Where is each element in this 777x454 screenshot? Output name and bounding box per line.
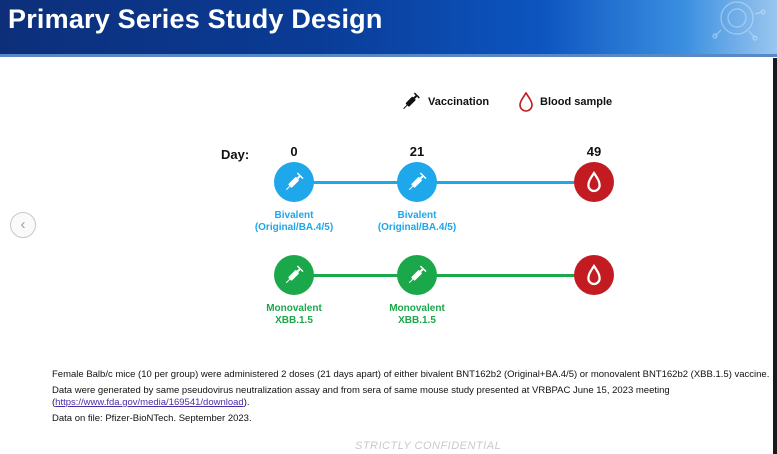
day-49: 49 <box>574 144 614 159</box>
fda-link[interactable]: https://www.fda.gov/media/169541/downloa… <box>55 397 244 408</box>
syringe-icon <box>282 170 306 194</box>
footnote-study: Female Balb/c mice (10 per group) were a… <box>52 369 772 381</box>
confidential-watermark: STRICTLY CONFIDENTIAL <box>355 440 501 452</box>
previous-slide-button[interactable]: ‹ <box>10 212 36 238</box>
footnote-assay: Data were generated by same pseudovirus … <box>52 385 772 409</box>
caption-line: XBB.1.5 <box>357 315 477 327</box>
legend-blood-label: Blood sample <box>540 96 612 108</box>
monovalent-blood-sample <box>574 255 614 295</box>
syringe-icon <box>405 263 429 287</box>
header-underline <box>0 54 777 57</box>
caption-line: (Original/BA.4/5) <box>234 222 354 234</box>
monovalent-dose-2 <box>397 255 437 295</box>
syringe-icon <box>400 92 422 112</box>
footnote-source: Data on file: Pfizer-BioNTech. September… <box>52 413 772 425</box>
blood-drop-icon <box>585 170 603 194</box>
bivalent-caption-1: Bivalent (Original/BA.4/5) <box>234 210 354 234</box>
monovalent-dose-1 <box>274 255 314 295</box>
blood-drop-icon <box>585 263 603 287</box>
syringe-icon <box>405 170 429 194</box>
right-border <box>773 58 777 454</box>
bivalent-dose-1 <box>274 162 314 202</box>
legend-blood: Blood sample <box>518 92 612 112</box>
caption-line: (Original/BA.4/5) <box>357 222 477 234</box>
footnote-assay-end: ). <box>244 397 250 408</box>
day-label: Day: <box>221 147 249 162</box>
caption-line: XBB.1.5 <box>234 315 354 327</box>
bivalent-dose-2 <box>397 162 437 202</box>
day-21: 21 <box>397 144 437 159</box>
caption-line: Bivalent <box>357 210 477 222</box>
legend-vaccination: Vaccination <box>400 92 489 112</box>
syringe-icon <box>282 263 306 287</box>
day-0: 0 <box>274 144 314 159</box>
caption-line: Bivalent <box>234 210 354 222</box>
monovalent-caption-2: Monovalent XBB.1.5 <box>357 303 477 327</box>
monovalent-caption-1: Monovalent XBB.1.5 <box>234 303 354 327</box>
bivalent-timeline-line <box>310 181 580 184</box>
virus-decoration-icon <box>637 0 777 54</box>
page-title: Primary Series Study Design <box>8 4 383 35</box>
caption-line: Monovalent <box>357 303 477 315</box>
slide-header: Primary Series Study Design <box>0 0 777 54</box>
caption-line: Monovalent <box>234 303 354 315</box>
legend-vaccination-label: Vaccination <box>428 96 489 108</box>
bivalent-caption-2: Bivalent (Original/BA.4/5) <box>357 210 477 234</box>
bivalent-blood-sample <box>574 162 614 202</box>
blood-drop-icon <box>518 92 534 112</box>
chevron-left-icon: ‹ <box>21 216 26 233</box>
monovalent-timeline-line <box>310 274 580 277</box>
footnotes: Female Balb/c mice (10 per group) were a… <box>52 369 772 429</box>
